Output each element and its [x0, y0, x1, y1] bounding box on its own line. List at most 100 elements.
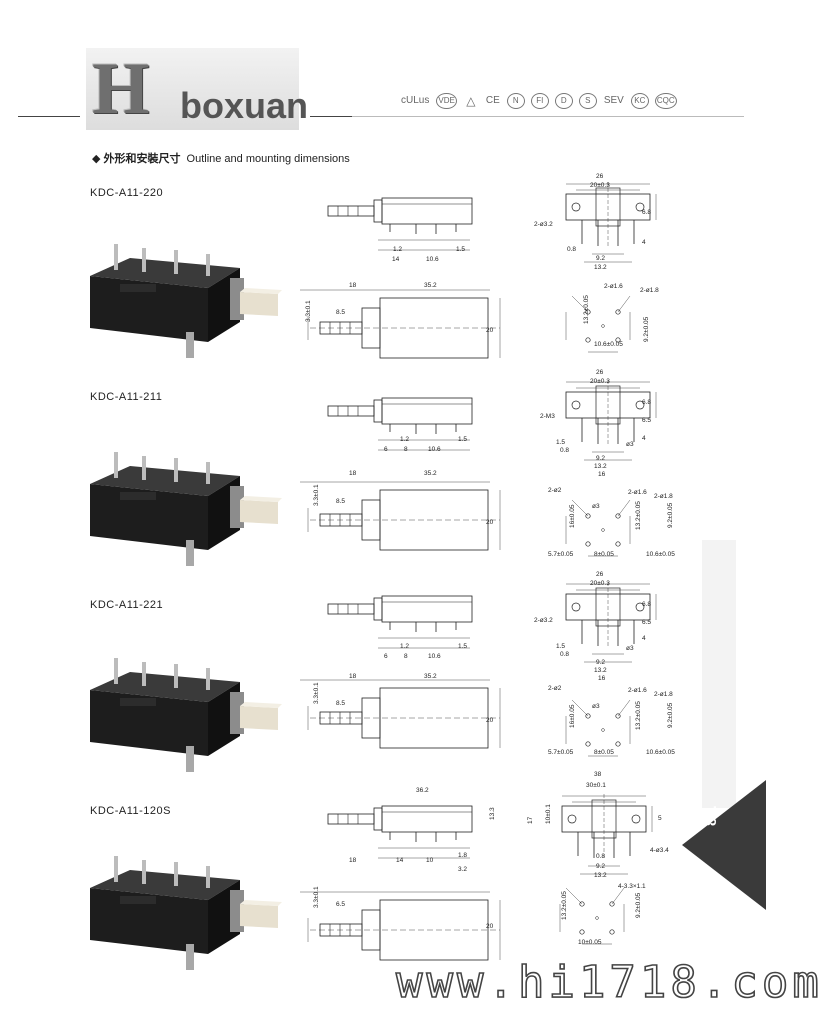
ul-mark-icon: cULus: [401, 95, 430, 106]
s-mark-icon: S: [578, 93, 597, 109]
dim-label: 13.2: [594, 872, 607, 879]
dim-label: 8±0.05: [594, 551, 614, 558]
logo-mark: H: [92, 48, 150, 130]
dim-label: 16±0.05: [569, 504, 576, 528]
dim-label: 5: [658, 815, 662, 822]
dim-label: 9.2±0.05: [643, 316, 650, 342]
product-1-drawings: 1.2 14 10.6 1.5 18 35.2 3.3±0.1 8.5 20 2…: [90, 173, 659, 359]
dim-label: 13.2: [594, 463, 607, 470]
model-name-3: KDC-A11-221: [90, 599, 164, 611]
section-title-en: Outline and mounting dimensions: [186, 153, 350, 165]
top-view: [299, 891, 501, 961]
model-name-2: KDC-A11-211: [90, 391, 163, 403]
sev-mark-icon: SEV: [603, 95, 624, 106]
top-view: [299, 481, 501, 551]
dim-label: 9.2: [596, 255, 605, 262]
dim-label: 36.2: [416, 787, 429, 794]
dim-label: 0.8: [567, 246, 576, 253]
dim-label: 6.8: [642, 399, 651, 406]
dim-label: 6.8: [642, 209, 651, 216]
logo-backdrop: [86, 48, 299, 130]
dim-label: 9.2: [596, 863, 605, 870]
dim-label: 3.3±0.1: [305, 300, 312, 322]
front-view: [565, 181, 657, 263]
triangle-mark-icon: △: [466, 94, 476, 108]
dim-label: 6: [384, 653, 388, 660]
dim-label: 10±0.1: [545, 804, 552, 824]
product-photo: [90, 452, 282, 566]
side-tab: [702, 540, 736, 808]
dim-label: 20: [486, 923, 494, 930]
dim-label: 5.7±0.05: [548, 551, 574, 558]
dim-label: 20±0.3: [590, 182, 610, 189]
dim-label: 16±0.05: [569, 704, 576, 728]
model-name-4: KDC-A11-120S: [90, 805, 171, 817]
dim-label: 10.6: [426, 256, 439, 263]
dim-label: 35.2: [424, 673, 437, 680]
dim-label: 3.3±0.1: [313, 682, 320, 704]
top-view: [299, 679, 501, 749]
dim-label: 14: [396, 857, 404, 864]
cqc-mark-icon: CQC: [654, 93, 677, 109]
vde-mark-icon: VDE: [436, 93, 457, 109]
dim-label: 13.2±0.05: [635, 501, 642, 530]
dim-label: 26: [596, 369, 604, 376]
dim-label: 2-ø1.6: [628, 489, 647, 496]
dim-label: 2-ø1.6: [628, 687, 647, 694]
dim-label: 18: [349, 282, 357, 289]
dim-label: 18: [349, 470, 357, 477]
dim-label: ø3: [626, 645, 634, 652]
dim-label: 10: [426, 857, 434, 864]
d-mark-icon: D: [554, 93, 573, 109]
dim-label: 20: [486, 519, 494, 526]
dim-label: 0.8: [596, 853, 605, 860]
dim-label: 38: [594, 771, 602, 778]
dim-label: 6.5: [336, 901, 345, 908]
n-mark-icon: N: [506, 93, 525, 109]
dim-label: 1.5: [458, 436, 467, 443]
dim-label: 1.5: [556, 439, 565, 446]
dim-label: 10.6: [428, 653, 441, 660]
dim-label: 14: [392, 256, 400, 263]
dim-label: 16: [598, 675, 606, 682]
dim-label: 3.3±0.1: [313, 886, 320, 908]
dim-label: 13.2±0.05: [583, 295, 590, 324]
dim-label: 9.2: [596, 659, 605, 666]
dim-label: 2-ø3.2: [534, 221, 553, 228]
dim-label: 1.2: [400, 436, 409, 443]
dim-label: 9.2: [596, 455, 605, 462]
dim-label: 8.5: [336, 309, 345, 316]
product-photo: [90, 244, 282, 358]
section-title-zh: 外形和安裝尺寸: [103, 153, 181, 165]
dim-label: 10.6±0.05: [646, 749, 675, 756]
dim-label: 20±0.3: [590, 378, 610, 385]
dim-label: 4-ø3.4: [650, 847, 669, 854]
dim-label: 2-ø1.8: [640, 287, 659, 294]
dim-label: 13.3: [489, 807, 496, 820]
side-view: [327, 595, 473, 649]
dim-label: 13.2: [594, 667, 607, 674]
dim-label: 2-ø2: [548, 487, 562, 494]
dim-label: 35.2: [424, 470, 437, 477]
watermark: www.hi1718.com: [395, 956, 823, 1009]
dim-label: 9.2±0.05: [635, 892, 642, 918]
catalog-page: H boxuan cULus VDE △ CE N FI D S SEV KC …: [18, 48, 820, 1009]
dim-label: 10±0.05: [578, 939, 602, 946]
dim-label: ø3: [626, 441, 634, 448]
dim-label: 8: [404, 446, 408, 453]
dim-label: 1.5: [456, 246, 465, 253]
model-name-1: KDC-A11-220: [90, 187, 164, 199]
dim-label: 6.8: [642, 601, 651, 608]
top-view: [299, 289, 501, 359]
dim-label: 1.2: [400, 643, 409, 650]
dim-label: 3.3±0.1: [313, 484, 320, 506]
dim-label: 0.8: [560, 651, 569, 658]
dim-label: 6: [384, 446, 388, 453]
header-rule-right: [352, 116, 744, 117]
dim-label: 8: [404, 653, 408, 660]
dim-label: 13.2±0.05: [561, 891, 568, 920]
hole-pattern: [559, 887, 625, 945]
dim-label: 2-ø1.6: [604, 283, 623, 290]
ce-mark-icon: CE: [485, 95, 500, 106]
dim-label: 20±0.3: [590, 580, 610, 587]
